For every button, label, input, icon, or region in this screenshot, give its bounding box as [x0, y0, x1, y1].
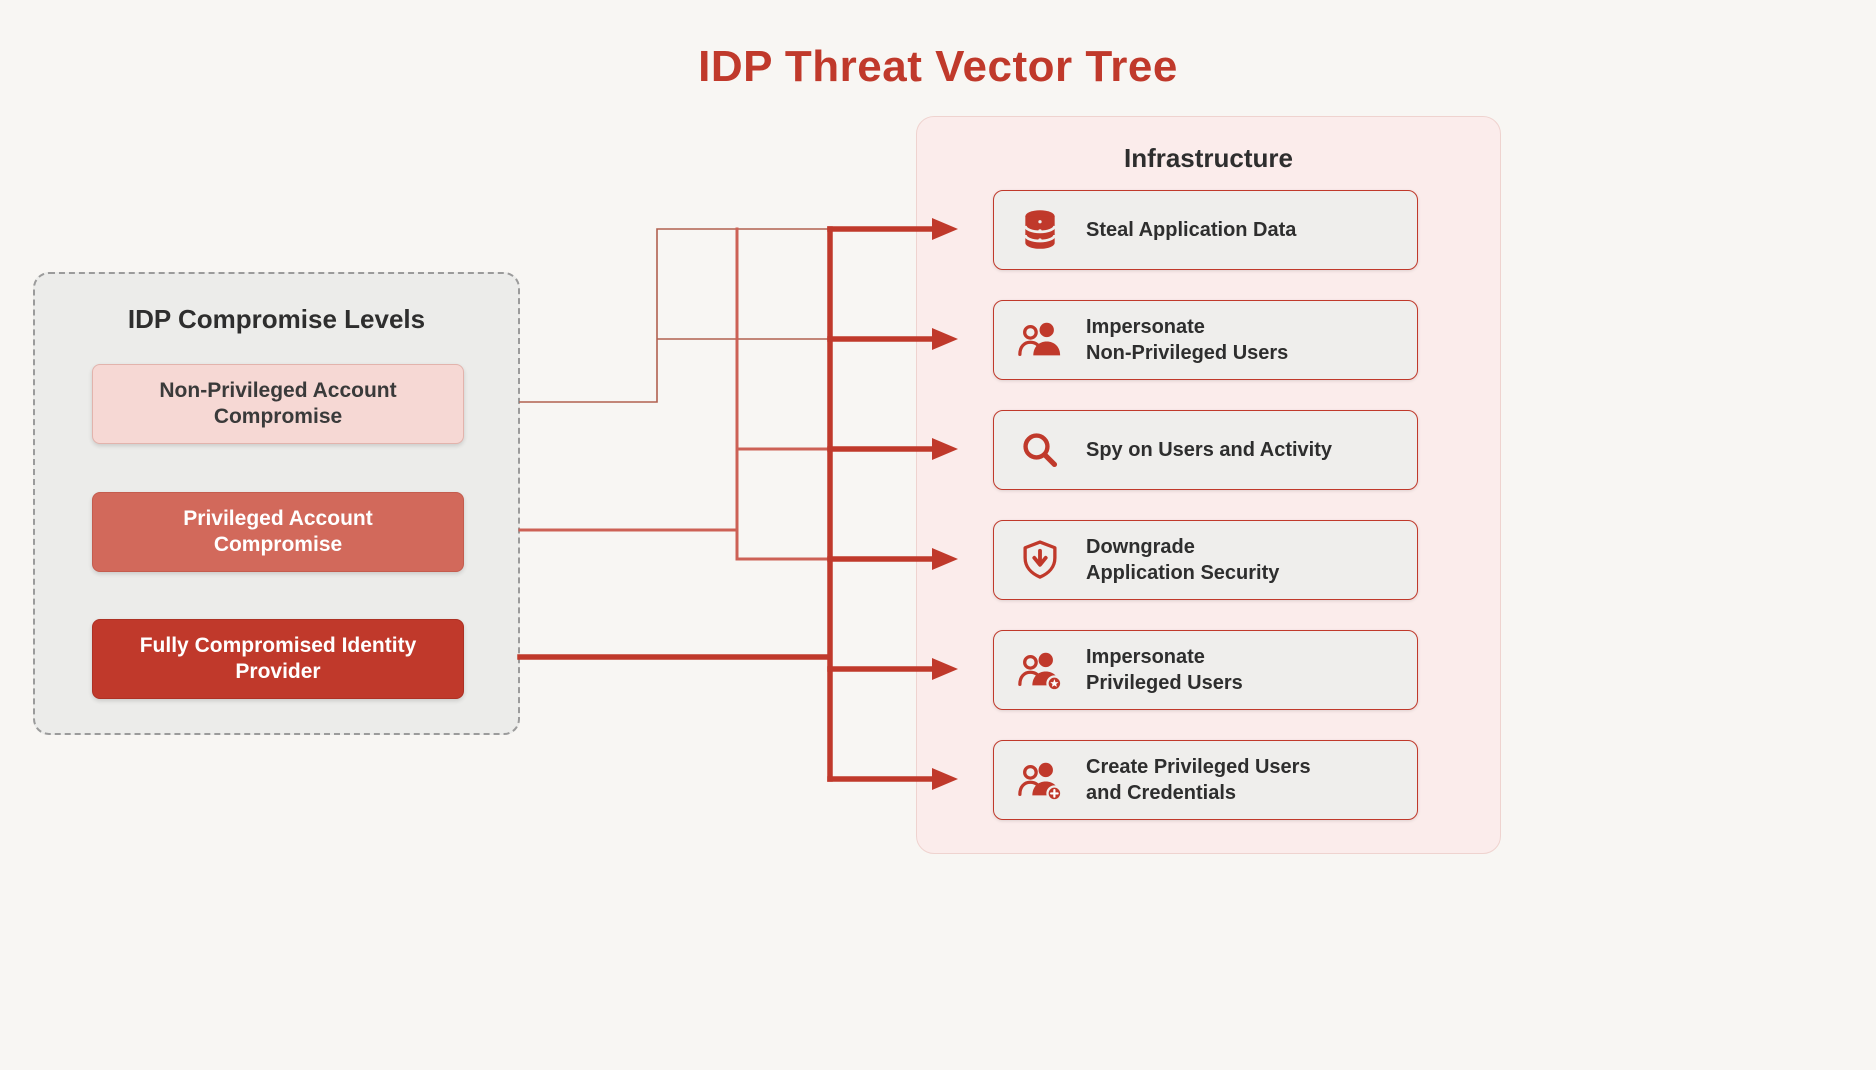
level-box-non-privileged: Non-Privileged Account Compromise — [92, 364, 464, 444]
infrastructure-title: Infrastructure — [1123, 143, 1294, 173]
infrastructure-panel: Infrastructure Steal Application Data — [916, 116, 1501, 854]
shield-downgrade-icon — [1016, 539, 1064, 581]
threat-item-create-privileged: Create Privileged Users and Credentials — [993, 740, 1418, 820]
page-title: IDP Threat Vector Tree — [698, 42, 1178, 91]
users-star-icon — [1016, 647, 1064, 693]
compromise-levels-title: IDP Compromise Levels — [127, 304, 426, 334]
threat-label: Downgrade Application Security — [1086, 536, 1280, 584]
threat-label: Create Privileged Users and Credentials — [1086, 756, 1311, 804]
threat-item-spy: Spy on Users and Activity — [993, 410, 1418, 490]
search-icon — [1016, 429, 1064, 471]
connector-medium — [518, 227, 832, 561]
connector-thick — [517, 218, 958, 790]
threat-item-impersonate-privileged: Impersonate Privileged Users — [993, 630, 1418, 710]
threat-label: Impersonate Privileged Users — [1086, 646, 1243, 694]
compromise-levels-panel: IDP Compromise Levels Non-Privileged Acc… — [33, 272, 520, 735]
level-box-fully-compromised: Fully Compromised Identity Provider — [92, 619, 464, 699]
threat-label: Impersonate Non-Privileged Users — [1086, 316, 1289, 364]
connector-thin — [519, 228, 831, 403]
users-plus-icon — [1016, 757, 1064, 803]
users-icon — [1016, 317, 1064, 363]
threat-item-downgrade-security: Downgrade Application Security — [993, 520, 1418, 600]
level-label: Fully Compromised Identity Provider — [139, 633, 417, 683]
threat-label: Steal Application Data — [1086, 219, 1297, 241]
level-label: Non-Privileged Account Compromise — [159, 378, 397, 428]
threat-item-steal-data: Steal Application Data — [993, 190, 1418, 270]
threat-label: Spy on Users and Activity — [1086, 439, 1332, 461]
threat-item-impersonate-nonprivileged: Impersonate Non-Privileged Users — [993, 300, 1418, 380]
level-box-privileged: Privileged Account Compromise — [92, 492, 464, 572]
database-icon — [1016, 208, 1064, 252]
level-label: Privileged Account Compromise — [183, 506, 373, 556]
